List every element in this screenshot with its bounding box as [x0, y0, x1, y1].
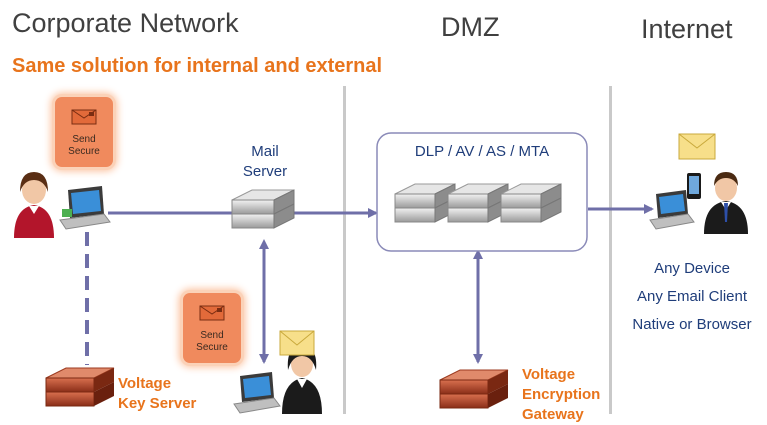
envelope-icon-internal — [279, 330, 315, 356]
internal-laptop-icon — [233, 372, 281, 414]
mail-server-label-line1: Mail — [251, 143, 279, 160]
mail-server-icon — [231, 189, 295, 229]
dmz-server-stack — [394, 183, 562, 223]
mail-server-label-line2: Server — [242, 163, 288, 180]
send-secure-label-top: Send Secure — [55, 134, 113, 158]
envelope-icon-internet — [678, 133, 716, 160]
zone-title-dmz: DMZ — [441, 12, 500, 42]
send-secure-line1: Send — [200, 330, 224, 341]
dmz-box-label: DLP / AV / AS / MTA — [414, 143, 550, 160]
gateway-label-line3: Gateway — [522, 406, 584, 423]
mail-icon — [183, 305, 241, 326]
key-server-icon — [45, 367, 115, 407]
internet-user-icon — [704, 172, 748, 234]
gateway-label-line2: Encryption — [522, 386, 601, 403]
internal-user-icon — [282, 346, 322, 414]
send-secure-line2: Secure — [196, 342, 228, 353]
gateway-label: Voltage Encryption Gateway — [522, 365, 600, 425]
key-server-label-line1: Voltage — [118, 375, 172, 392]
divider-dmz-internet — [609, 86, 612, 414]
internet-laptop-icon — [649, 190, 695, 230]
gateway-server-icon — [439, 369, 509, 409]
corporate-user-icon — [14, 172, 54, 238]
divider-corporate-dmz — [343, 86, 346, 414]
send-secure-line2: Secure — [68, 146, 100, 157]
send-secure-label-bottom: Send Secure — [183, 330, 241, 354]
mail-icon — [55, 109, 113, 130]
label-any-device: Any Device — [654, 260, 730, 277]
label-any-email-client: Any Email Client — [636, 288, 748, 305]
diagram-subtitle: Same solution for internal and external — [12, 55, 383, 77]
corporate-laptop-icon — [59, 186, 111, 230]
phone-icon — [687, 173, 701, 199]
internet-capabilities-list: Any Device Any Email Client Native or Br… — [622, 255, 762, 339]
zone-title-internet: Internet — [641, 14, 733, 44]
send-secure-line1: Send — [72, 134, 96, 145]
zone-title-corporate: Corporate Network — [12, 8, 239, 38]
key-server-label: Voltage Key Server — [118, 374, 196, 414]
send-secure-button-top[interactable]: Send Secure — [55, 97, 113, 167]
gateway-label-line1: Voltage — [522, 366, 576, 383]
key-server-label-line2: Key Server — [118, 395, 197, 412]
label-native-or-browser: Native or Browser — [632, 316, 752, 333]
send-secure-button-bottom[interactable]: Send Secure — [183, 293, 241, 363]
mail-server-label: Mail Server — [240, 142, 290, 182]
